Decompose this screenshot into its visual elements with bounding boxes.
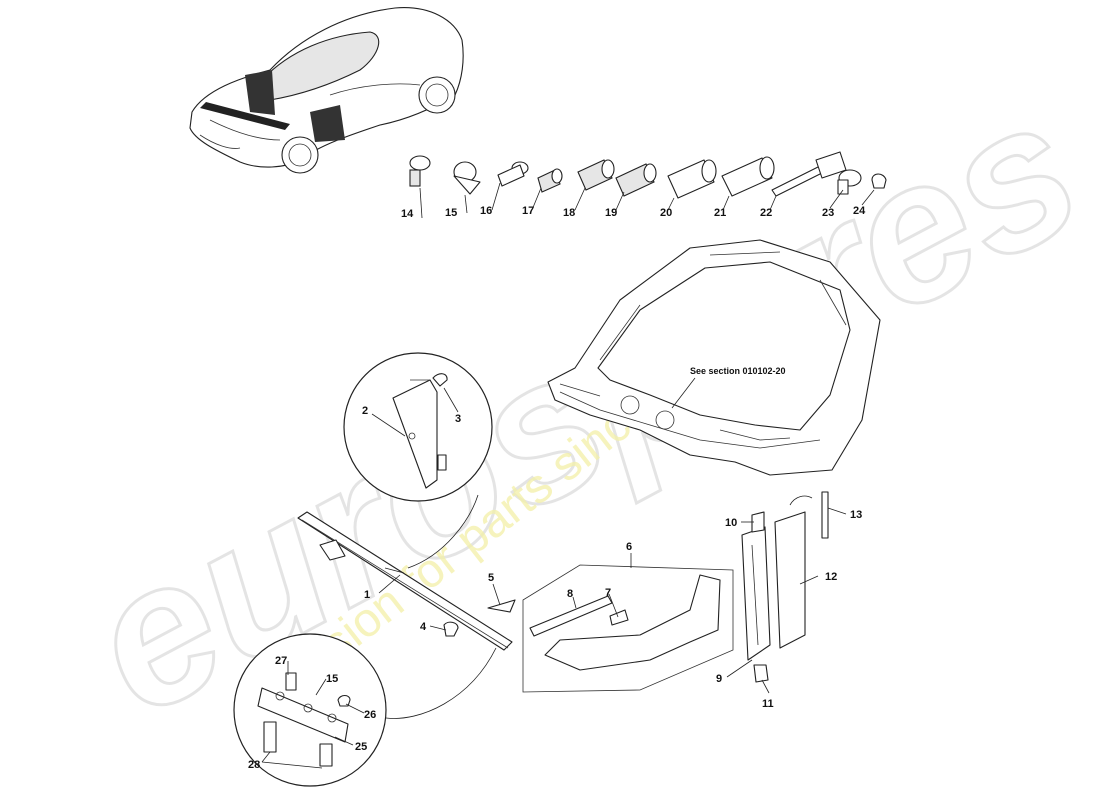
callout-25: 25: [355, 741, 367, 753]
callout-4: 4: [420, 621, 427, 633]
callout-11: 11: [762, 698, 774, 710]
callout-24: 24: [853, 205, 866, 217]
callout-26: 26: [364, 709, 376, 721]
fastener-16: [497, 161, 529, 187]
panel-assembly: [522, 564, 734, 693]
callout-1: 1: [364, 589, 370, 601]
callout-17: 17: [522, 205, 534, 217]
callout-15-detail: 15: [326, 673, 338, 685]
fastener-22: [771, 151, 847, 197]
callout-3: 3: [455, 413, 461, 425]
callout-20: 20: [660, 207, 672, 219]
see-section-note: See section 010102-20: [690, 366, 786, 376]
callout-15: 15: [445, 207, 457, 219]
callout-21: 21: [714, 207, 726, 219]
fastener-14: [409, 155, 431, 187]
car-overview-illustration: [189, 7, 464, 174]
windscreen-frame: [547, 239, 881, 476]
fastener-18: [577, 159, 615, 191]
pillar-trims: [741, 491, 829, 683]
callout-12: 12: [825, 571, 837, 583]
callout-labels: 1 2 3 4 5 6 7 8 9 10 11 12 13 14 15 15 1…: [248, 205, 866, 771]
callout-23: 23: [822, 207, 834, 219]
sill-rail: [297, 511, 516, 651]
callout-16: 16: [480, 205, 492, 217]
callout-2: 2: [362, 405, 368, 417]
callout-27: 27: [275, 655, 287, 667]
fastener-24: [871, 173, 887, 189]
callout-7: 7: [605, 587, 611, 599]
callout-13: 13: [850, 509, 862, 521]
fastener-21: [721, 156, 775, 197]
callout-19: 19: [605, 207, 617, 219]
fastener-15: [453, 161, 481, 195]
callout-9: 9: [716, 673, 722, 685]
fastener-23: [837, 169, 862, 195]
leader-lines: [261, 182, 875, 769]
fastener-17: [537, 168, 563, 193]
callout-5: 5: [488, 572, 494, 584]
detail-circle-upper: [343, 352, 493, 569]
callout-14: 14: [401, 208, 414, 220]
fastener-19: [615, 163, 657, 197]
callout-18: 18: [563, 207, 575, 219]
fastener-row: [409, 151, 887, 199]
fastener-20: [667, 159, 717, 199]
callout-22: 22: [760, 207, 772, 219]
callout-28: 28: [248, 759, 260, 771]
callout-6: 6: [626, 541, 632, 553]
callout-10: 10: [725, 517, 737, 529]
callout-8: 8: [567, 588, 573, 600]
